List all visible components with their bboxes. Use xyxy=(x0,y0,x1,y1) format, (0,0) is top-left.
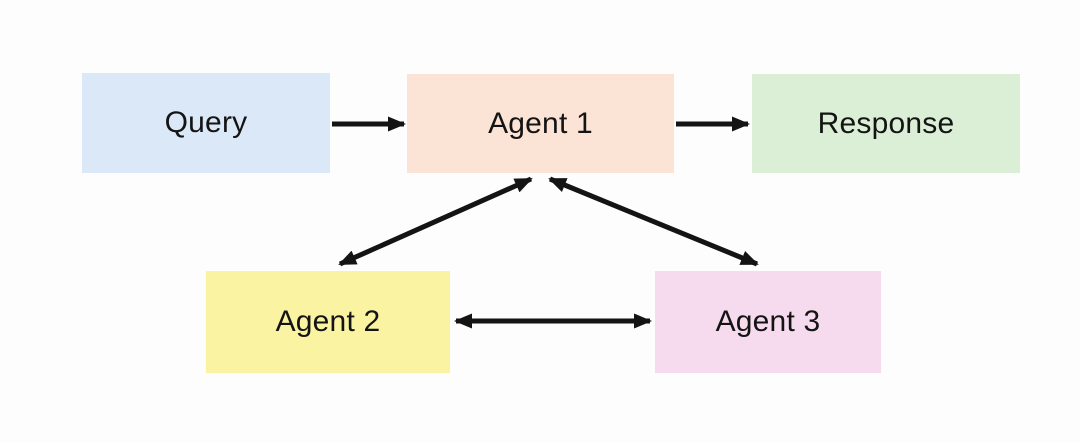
edge-agent1-agent3 xyxy=(548,176,759,267)
node-agent2: Agent 2 xyxy=(206,271,450,373)
node-agent3: Agent 3 xyxy=(655,271,881,373)
node-response: Response xyxy=(752,74,1020,173)
node-agent1: Agent 1 xyxy=(407,74,674,173)
node-agent3-label: Agent 3 xyxy=(715,305,821,338)
node-agent2-label: Agent 2 xyxy=(275,305,381,338)
edge-agent1-agent2 xyxy=(338,176,533,267)
node-query: Query xyxy=(82,73,330,173)
node-query-label: Query xyxy=(164,106,248,139)
node-response-label: Response xyxy=(817,106,955,140)
node-agent1-label: Agent 1 xyxy=(488,106,593,140)
